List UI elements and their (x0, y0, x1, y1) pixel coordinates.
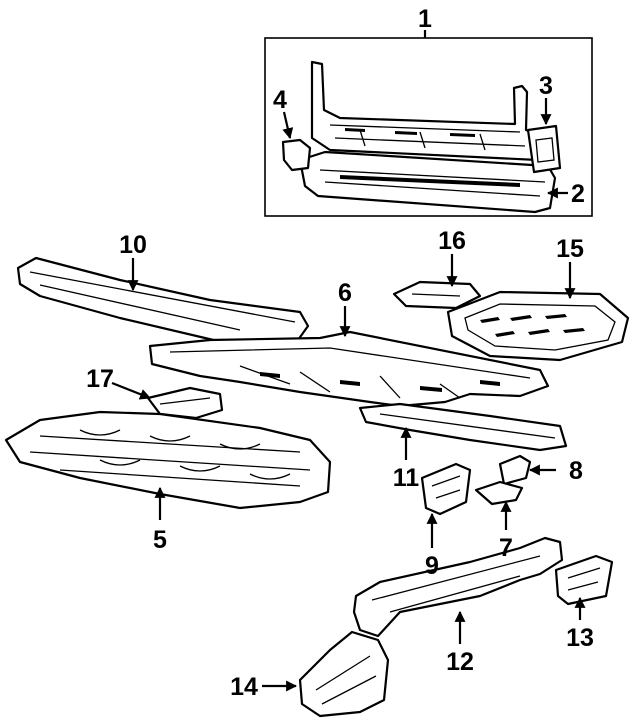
bracket-8 (498, 454, 556, 486)
side-rail-10 (16, 256, 310, 348)
callout-11: 11 (393, 464, 420, 492)
callout-6: 6 (338, 279, 352, 307)
callout-17: 17 (86, 365, 114, 393)
callout-9: 9 (425, 552, 439, 580)
callout-16: 16 (438, 227, 466, 255)
assembly-1-group (264, 30, 593, 217)
lower-crossmember (298, 150, 557, 214)
callout-15: 15 (556, 235, 584, 263)
callout-1: 1 (418, 5, 432, 33)
callout-7: 7 (499, 534, 513, 562)
callout-4-leader (282, 111, 294, 140)
bracket-7 (474, 480, 524, 530)
floor-crossmember-6 (148, 306, 550, 408)
panel-3 (526, 124, 562, 174)
frame-rail-12 (352, 536, 564, 644)
assembly-1-box (264, 37, 593, 217)
callout-13: 13 (566, 624, 594, 652)
bracket-13 (554, 554, 614, 620)
bracket-9 (420, 462, 472, 548)
callout-17-leader (111, 381, 152, 400)
callout-10: 10 (119, 231, 147, 259)
rear-rail-11 (358, 402, 568, 460)
callout-12: 12 (446, 648, 474, 676)
upper-crossmember (310, 60, 542, 162)
callout-8: 8 (569, 457, 583, 485)
callout-3: 3 (539, 72, 553, 100)
bracket-4 (281, 138, 312, 172)
panel-16 (392, 254, 482, 310)
floor-pan-15 (446, 262, 630, 362)
callout-5: 5 (153, 526, 167, 554)
callout-4: 4 (273, 86, 287, 114)
rail-extension-14 (262, 630, 390, 718)
callout-14: 14 (230, 673, 258, 701)
callout-2: 2 (571, 180, 585, 208)
front-floor-5 (4, 410, 332, 520)
